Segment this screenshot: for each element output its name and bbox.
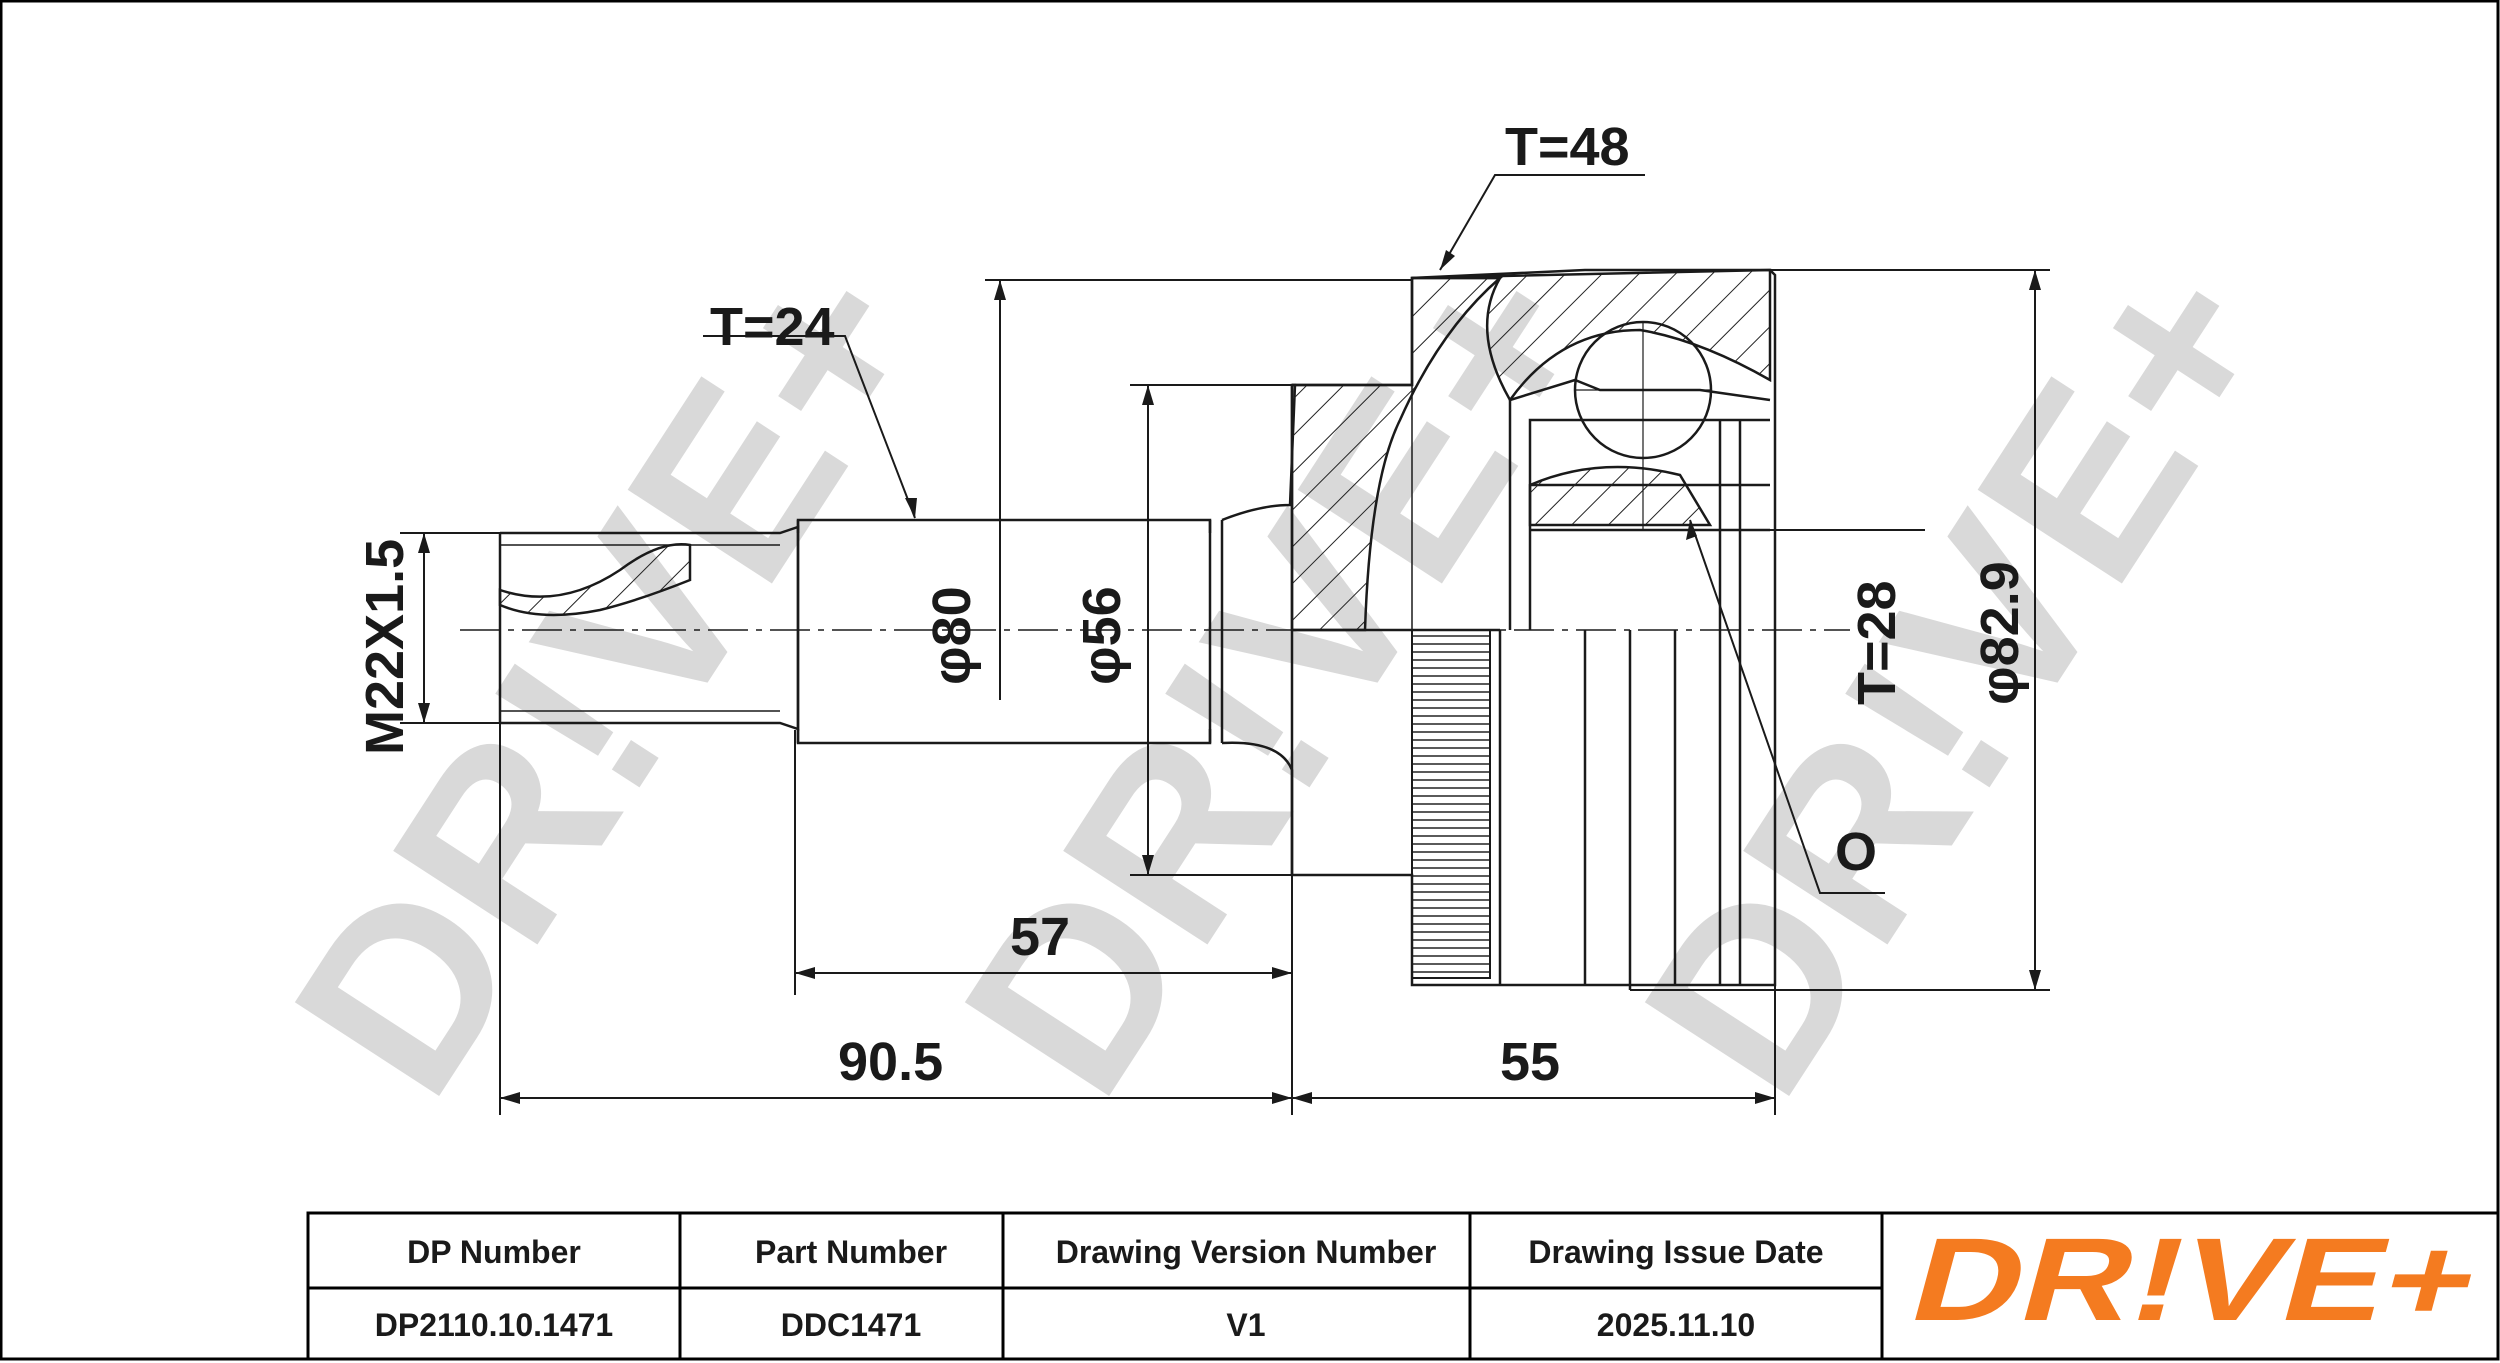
value-dp-number: DP2110.10.1471 xyxy=(375,1307,613,1343)
value-issue-date: 2025.11.10 xyxy=(1597,1307,1755,1343)
inner-t28-label: T=28 xyxy=(1847,580,1907,705)
dimension-arrows xyxy=(418,250,2041,1104)
dimension-lines xyxy=(400,174,2050,1115)
value-part-number: DDC1471 xyxy=(781,1307,922,1343)
oring-label: O xyxy=(1835,822,1877,882)
drive-logo: DR!VE+ xyxy=(1898,1214,2493,1346)
dia-56-label: φ56 xyxy=(1072,586,1132,685)
length-57-label: 57 xyxy=(1010,907,1070,967)
length-55-label: 55 xyxy=(1500,1032,1560,1092)
length-90-5-label: 90.5 xyxy=(838,1032,943,1092)
header-dp-number: DP Number xyxy=(407,1234,581,1270)
thread-dimension-label: M22X1.5 xyxy=(355,539,415,755)
logo-text: DR!VE+ xyxy=(1898,1214,2493,1346)
spline-t24-label: T=24 xyxy=(710,297,835,357)
cv-joint-outline xyxy=(498,268,1777,990)
title-block xyxy=(306,1211,2500,1361)
header-drawing-version: Drawing Version Number xyxy=(1056,1234,1437,1270)
outer-t48-label: T=48 xyxy=(1505,117,1630,177)
header-issue-date: Drawing Issue Date xyxy=(1528,1234,1823,1270)
watermark-left: DR!VE+ xyxy=(240,212,977,1139)
watermark-right: DR!VE+ xyxy=(1590,212,2327,1139)
header-part-number: Part Number xyxy=(755,1234,947,1270)
value-drawing-version: V1 xyxy=(1226,1307,1265,1343)
dia-80-label: φ80 xyxy=(922,586,982,685)
dia-82-9-label: φ82.9 xyxy=(1970,561,2030,705)
